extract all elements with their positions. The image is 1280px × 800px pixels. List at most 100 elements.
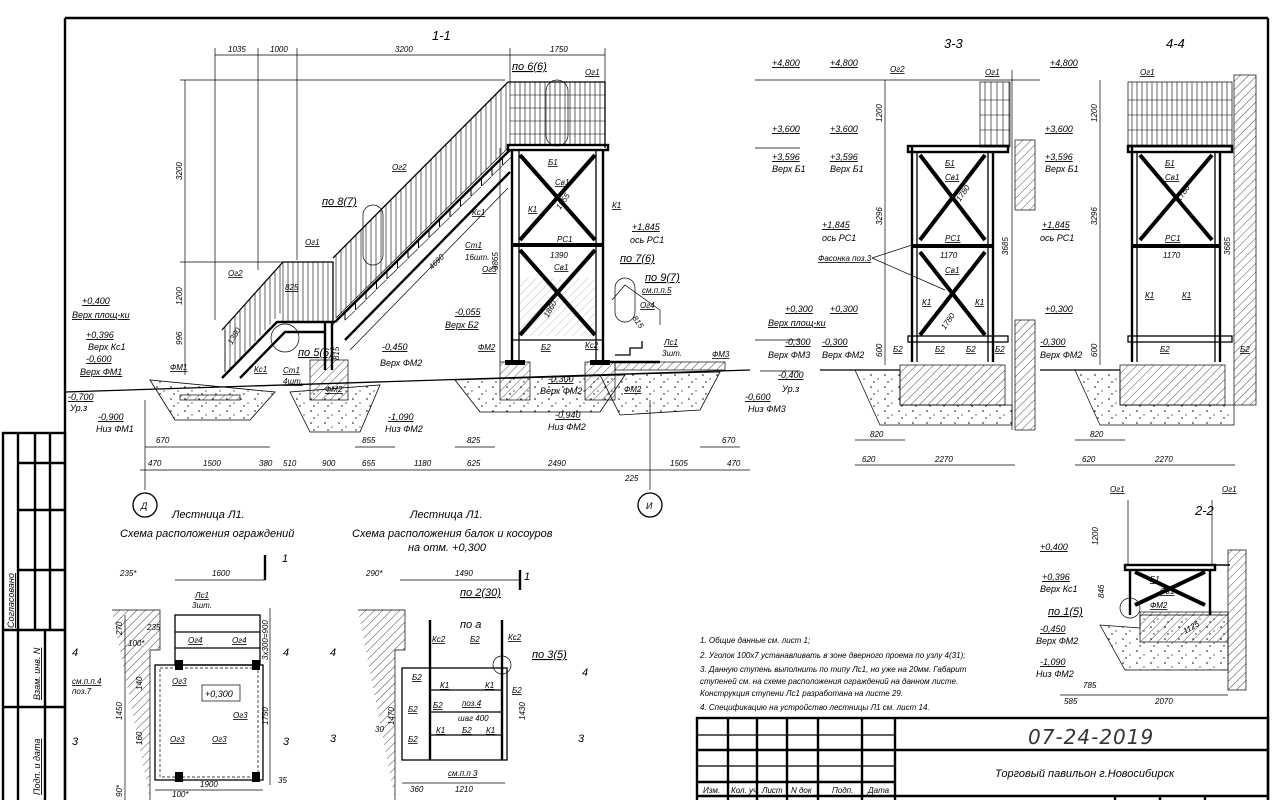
dim: 100*: [172, 790, 189, 799]
dim: 3865: [491, 252, 500, 270]
part-label: Св1: [554, 263, 568, 272]
part-label: К1: [440, 681, 449, 690]
dim: 625: [467, 459, 481, 468]
part-label: Кс1: [254, 365, 267, 374]
part-label: ФМ2: [624, 385, 642, 394]
section-mark: 1: [282, 553, 288, 565]
dim: 620: [862, 455, 876, 464]
dim: 225: [624, 474, 639, 483]
dim: 1210: [455, 785, 473, 794]
part-label: Ог4: [640, 301, 655, 310]
part-label: Лс1: [663, 338, 678, 347]
elevation-value: +0,400: [82, 296, 110, 306]
part-label: К1: [528, 205, 537, 214]
elevation-value: +0,300: [830, 304, 858, 314]
part-label: см.п.п 3: [448, 769, 478, 778]
dim: 1200: [175, 287, 184, 305]
dim: 1430: [518, 702, 527, 720]
stamp-header: Кол. уч: [731, 786, 757, 795]
section-4-4: 4-4 +4,800 +3,600 +3,596 Верх Б1 +1,845 …: [1040, 36, 1257, 466]
part-label: Лс1: [194, 591, 209, 600]
elevation-desc: Верх ФМ2: [540, 386, 582, 396]
part-label: 4шт.: [283, 377, 303, 386]
dim: 235*: [119, 569, 137, 578]
dim: 3685: [1001, 237, 1010, 255]
dim: 785: [1083, 681, 1097, 690]
part-label: см.п.п.4: [72, 677, 102, 686]
stair-step: [428, 227, 440, 238]
side-stamp: Согласовано Взам. инв. N Подп. и дата: [1, 431, 67, 800]
part-label: Ог1: [585, 68, 600, 77]
part-label: 3шт.: [192, 601, 212, 610]
part-label: Св1: [1160, 587, 1174, 596]
elevation-desc: Верх ФМ2: [822, 350, 864, 360]
part-label: поз.7: [72, 687, 92, 696]
dim: 1490: [455, 569, 473, 578]
part-label: Б2: [893, 345, 903, 354]
elevation-value: +3,600: [1045, 124, 1073, 134]
part-label: Св1: [945, 266, 959, 275]
part-label: Ог2: [228, 269, 243, 278]
callout: по 7(6): [620, 253, 655, 265]
part-label: К1: [922, 298, 931, 307]
dim: 815: [630, 314, 645, 331]
callout: по 9(7): [645, 272, 680, 284]
part-labels: Ог1 Ог2 Ог1 Ог2 Кс1 Ст1 16шт. Кс1 Ст1 4ш…: [170, 68, 730, 394]
part-label: Ст1: [283, 366, 300, 375]
section-title: 1-1: [432, 28, 451, 43]
elevation-value: -0,300: [822, 337, 848, 347]
dim: 670: [722, 436, 736, 445]
section-title: 2-2: [1194, 503, 1215, 518]
plan-railings: Лестница Л1. Схема расположения огражден…: [72, 509, 294, 800]
elevation-desc: Ур.з: [69, 403, 87, 413]
part-label: Кс2: [508, 633, 522, 642]
elevation-value: -0,450: [382, 342, 408, 352]
dim: 90*: [115, 784, 124, 797]
dim: 3296: [875, 207, 884, 225]
bottom-dimensions: 670 855 825 670 225 470 1500 380 510 900…: [140, 400, 750, 490]
part-label: Б2: [470, 635, 480, 644]
part-label: Б1: [945, 159, 955, 168]
dim: 3200: [395, 45, 413, 54]
elevation-value: -1,090: [388, 412, 414, 422]
elevation-marks: +0,400 Верх площ-ки +0,396 Верх Кс1 -0,6…: [68, 58, 1040, 434]
part-label: Б2: [412, 673, 422, 682]
dim: 670: [156, 436, 170, 445]
dim: 1900: [200, 780, 218, 789]
part-label: Б2: [1160, 345, 1170, 354]
elevation-value: +3,596: [830, 152, 858, 162]
elevation-value: +3,596: [772, 152, 800, 162]
callout: по 5(6): [298, 347, 333, 359]
part-label: РС1: [945, 234, 961, 243]
part-label: Кс1: [472, 208, 485, 217]
dim: 2070: [1154, 697, 1173, 706]
elevation-value: -1,090: [1040, 657, 1066, 667]
part-label: Ог3: [212, 735, 227, 744]
part-label: К1: [612, 201, 621, 210]
part-label: Ог3: [482, 265, 497, 274]
project-title: Торговый павильон г.Новосибирск: [995, 768, 1175, 780]
callout: по 3(5): [532, 649, 567, 661]
stair-step: [365, 289, 377, 300]
elevation-value: +0,396: [86, 330, 114, 340]
gusset-note: Фасонка поз.3: [818, 254, 872, 263]
elevation-desc: Верх Б1: [1045, 164, 1079, 174]
elevation-value: +1,845: [1042, 220, 1071, 230]
elevation-value: +0,400: [1040, 542, 1068, 552]
stair-step: [418, 238, 429, 249]
elevation-desc: Низ ФМ2: [1036, 669, 1074, 679]
dim: 846: [1097, 584, 1106, 598]
elevation-desc: Верх Б1: [772, 164, 806, 174]
elevation-value: -0,055: [455, 307, 482, 317]
note-line: 3. Данную ступень выполнить по типу Лс1,…: [700, 665, 967, 674]
side-stamp-agreed: Согласовано: [6, 573, 16, 628]
part-label: шаг 400: [458, 714, 489, 723]
stamp-header: Лист: [761, 786, 783, 795]
dim: 270: [115, 621, 124, 636]
elevation-value: -0,300: [785, 337, 811, 347]
elevation-desc: Низ ФМ2: [548, 422, 586, 432]
elevation-value: -0,900: [98, 412, 124, 422]
stair-step: [449, 207, 461, 218]
elevation-desc: Ур.з: [781, 384, 799, 394]
dim: 30: [375, 725, 384, 734]
